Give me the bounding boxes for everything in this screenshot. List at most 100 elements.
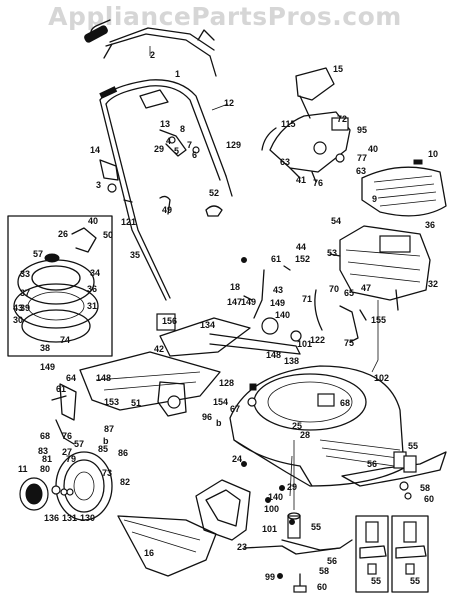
- part-label: 10: [428, 149, 438, 159]
- part-label: 29: [154, 144, 164, 154]
- part-label: 40: [368, 144, 378, 154]
- part-label: 36: [425, 220, 435, 230]
- height-adjuster: [243, 265, 291, 319]
- part-label: 33: [20, 269, 30, 279]
- discharge-chute: [195, 479, 251, 541]
- grass-bag: [117, 515, 217, 577]
- part-label: 148: [266, 350, 281, 360]
- part-label: 1: [175, 69, 180, 79]
- part-label: b: [103, 436, 109, 446]
- part-label: 28: [300, 430, 310, 440]
- part-label: 96: [202, 412, 212, 422]
- part-label: 63: [280, 157, 290, 167]
- part-label: 134: [200, 320, 215, 330]
- part-label: 15: [333, 64, 343, 74]
- part-label: 64: [66, 373, 76, 383]
- part-label: 67: [230, 404, 240, 414]
- part-label: 37: [20, 288, 30, 298]
- part-label: 57: [74, 439, 84, 449]
- part-label: 77: [357, 153, 367, 163]
- part-label: 73: [102, 468, 112, 478]
- part-label: 38: [40, 343, 50, 353]
- part-label: 13: [160, 119, 170, 129]
- part-label: 76: [62, 431, 72, 441]
- part-label: 68: [340, 398, 350, 408]
- part-label: 16: [144, 548, 154, 558]
- part-label: 147: [227, 297, 242, 307]
- part-label: 95: [357, 125, 367, 135]
- part-label: 122: [310, 335, 325, 345]
- part-label: 41: [296, 175, 306, 185]
- engine-shroud: [361, 159, 447, 217]
- part-label: 128: [219, 378, 234, 388]
- part-label: 121: [121, 217, 136, 227]
- part-label: 9: [372, 194, 377, 204]
- part-label: 60: [317, 582, 327, 592]
- drive-assembly: [156, 289, 367, 357]
- part-label: 58: [420, 483, 430, 493]
- part-label: 149: [270, 298, 285, 308]
- part-label: 51: [131, 398, 141, 408]
- part-label: 60: [424, 494, 434, 504]
- part-label: 8: [180, 124, 185, 134]
- part-label: 148: [96, 373, 111, 383]
- part-label: 140: [268, 492, 283, 502]
- part-label: 55: [371, 576, 381, 586]
- lower-handle: [99, 79, 233, 301]
- part-label: 61: [56, 384, 66, 394]
- part-label: 32: [428, 279, 438, 289]
- part-label: 83: [38, 446, 48, 456]
- part-label: 4: [166, 136, 171, 146]
- part-label: 55: [311, 522, 321, 532]
- part-label: 42: [154, 344, 164, 354]
- control-box: [261, 67, 351, 183]
- part-label: 152: [295, 254, 310, 264]
- part-label: 2: [150, 50, 155, 60]
- part-label: 56: [367, 459, 377, 469]
- part-label: 138: [284, 356, 299, 366]
- part-label: 5: [174, 146, 179, 156]
- part-label: 34: [90, 268, 100, 278]
- part-label: 18: [230, 282, 240, 292]
- part-label: 86: [118, 448, 128, 458]
- part-label: 82: [120, 477, 130, 487]
- part-label: 68: [40, 431, 50, 441]
- part-label: 7: [187, 140, 192, 150]
- part-label: 43: [13, 303, 23, 313]
- part-label: 11: [18, 464, 28, 474]
- part-label: 3: [96, 180, 101, 190]
- part-label: 54: [331, 216, 341, 226]
- part-label: 153: [104, 397, 119, 407]
- part-label: 12: [224, 98, 234, 108]
- part-label: 50: [103, 230, 113, 240]
- part-label: 115: [281, 119, 296, 129]
- part-label: 23: [237, 542, 247, 552]
- part-label: 156: [162, 316, 177, 326]
- part-label: 100: [264, 504, 279, 514]
- part-label: 43: [273, 285, 283, 295]
- part-label: 25: [292, 421, 302, 431]
- part-label: 49: [162, 205, 172, 215]
- blade-adapter-center: [243, 440, 353, 593]
- part-label: 149: [241, 297, 256, 307]
- part-label: 57: [33, 249, 43, 259]
- part-label: 24: [232, 454, 242, 464]
- part-label: 85: [98, 444, 108, 454]
- part-label: 131: [62, 513, 77, 523]
- part-label: 55: [410, 576, 420, 586]
- part-label: 80: [40, 464, 50, 474]
- upper-handle: [84, 19, 217, 77]
- part-label: 72: [337, 114, 347, 124]
- rear-skirt: [51, 351, 221, 421]
- part-label: 87: [104, 424, 114, 434]
- part-label: 26: [58, 229, 68, 239]
- handle-controls: [99, 103, 229, 217]
- fasteners: [241, 257, 295, 579]
- part-label: 14: [90, 145, 100, 155]
- part-label: 58: [319, 566, 329, 576]
- part-label: 79: [66, 454, 76, 464]
- part-label: 99: [265, 572, 275, 582]
- part-label: 155: [371, 315, 386, 325]
- part-label: 140: [275, 310, 290, 320]
